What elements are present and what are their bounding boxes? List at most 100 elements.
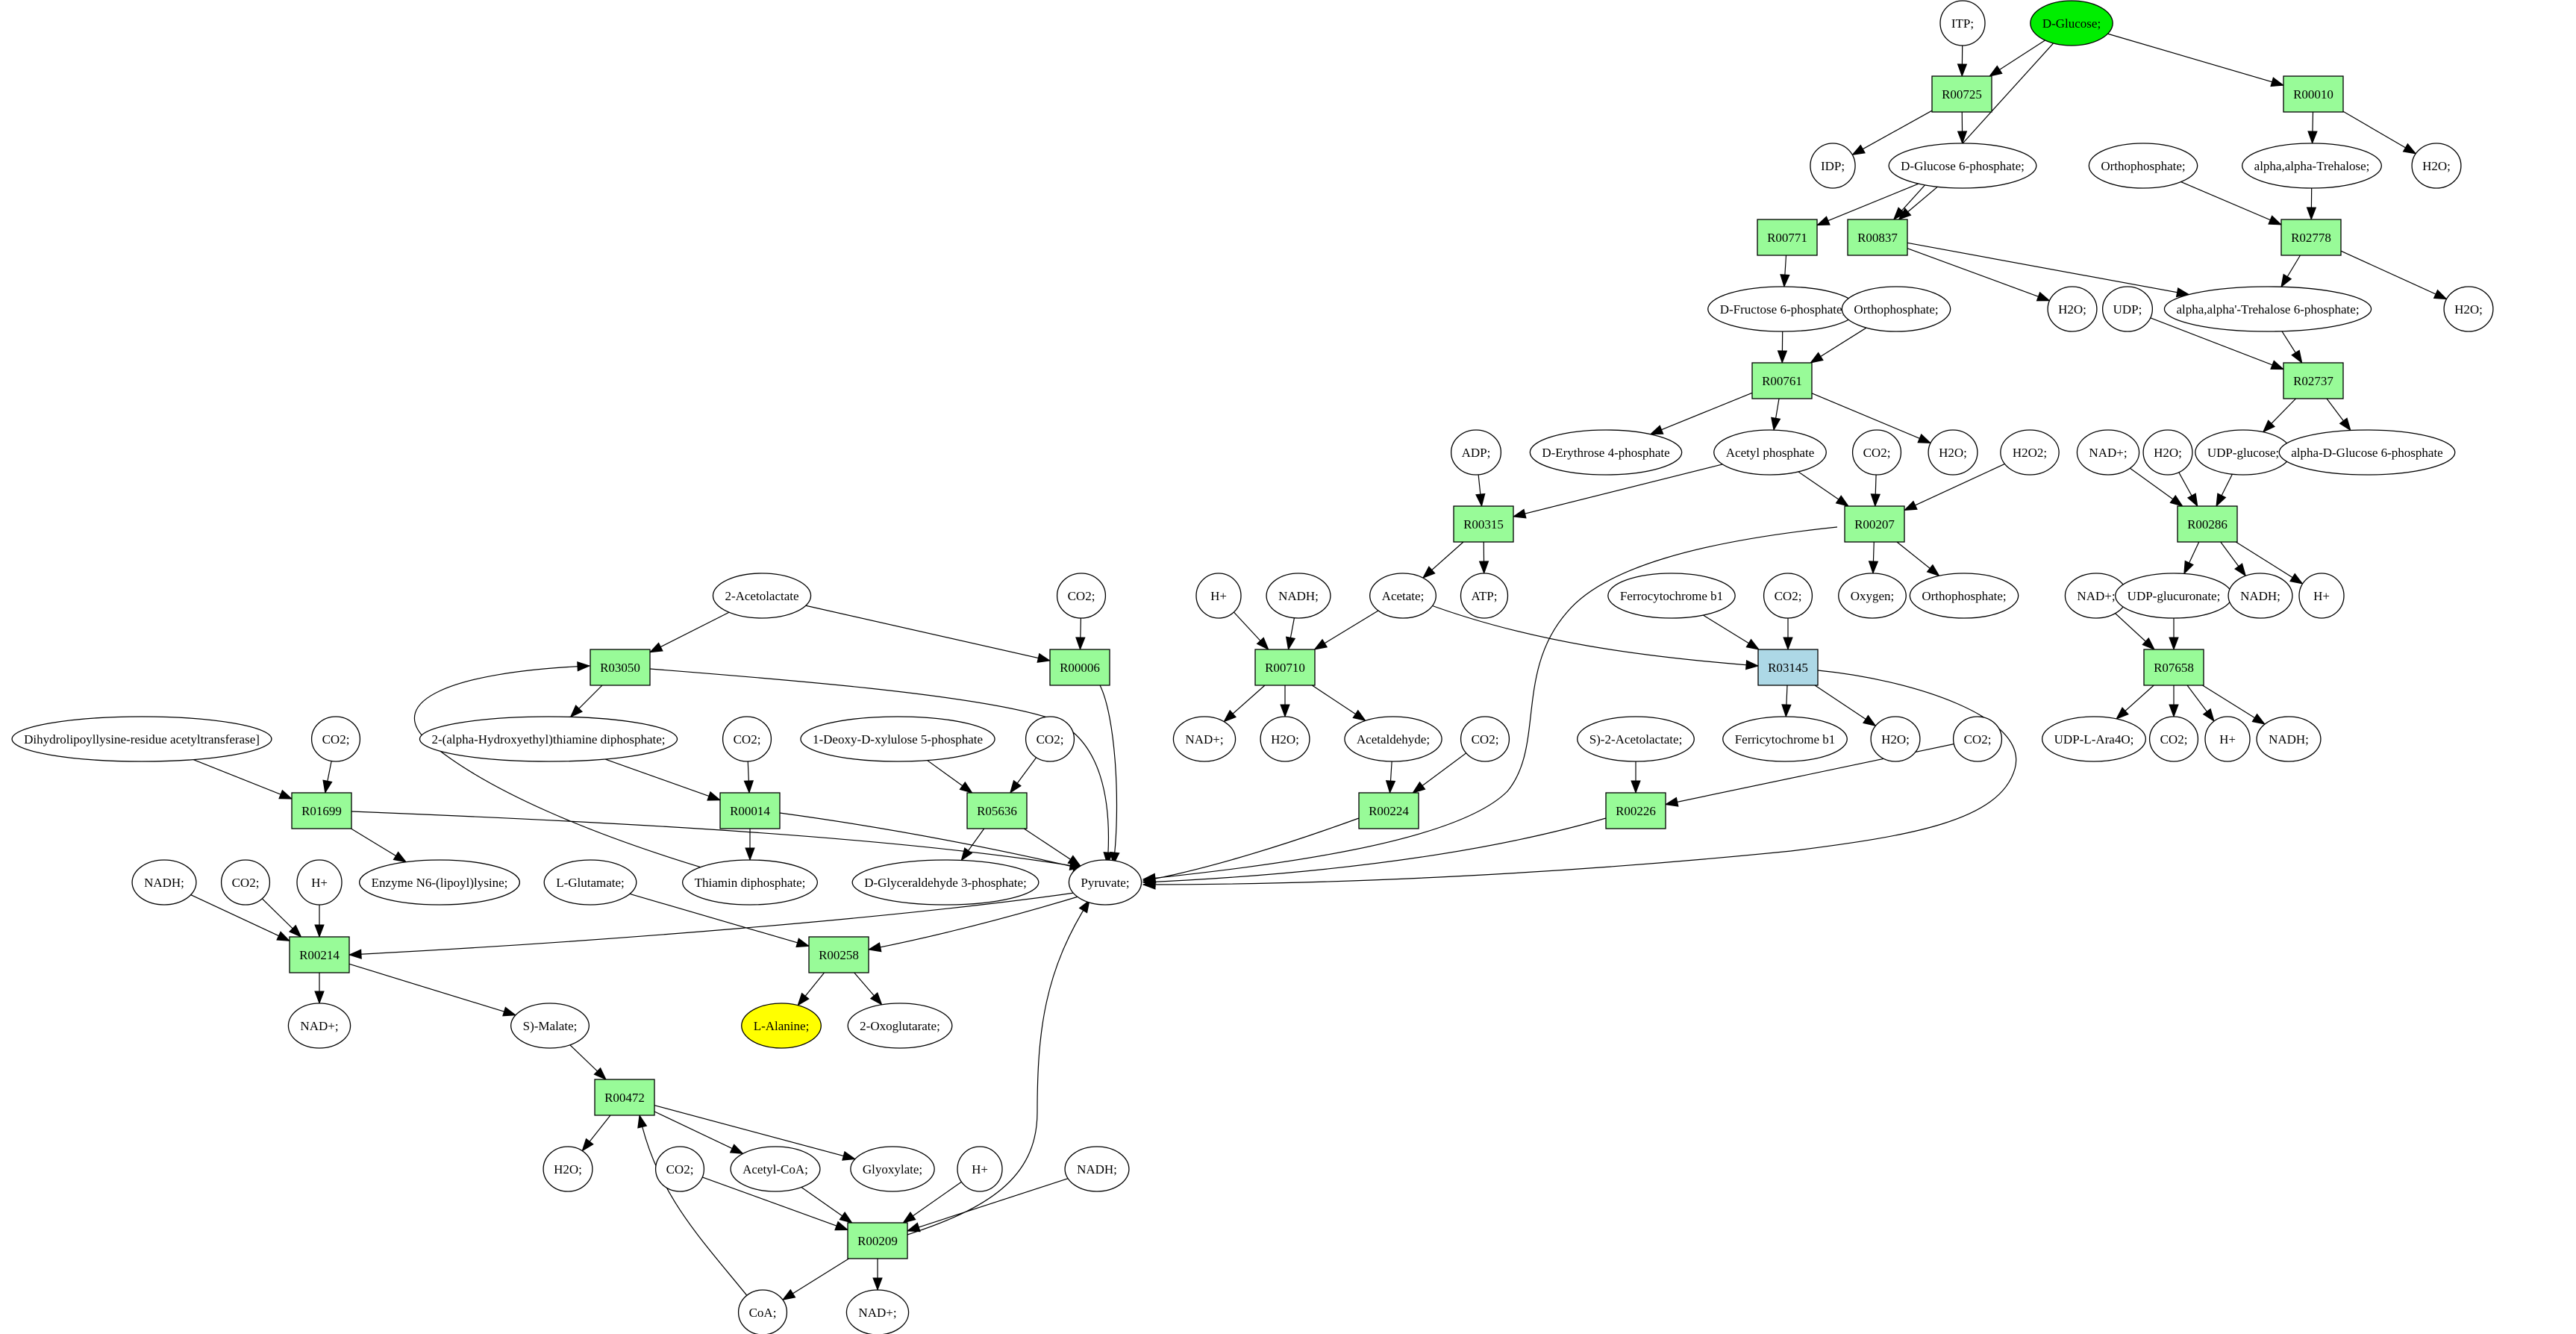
compound-ellipse[interactable] [11, 716, 272, 762]
compound-ellipse[interactable] [1851, 429, 1902, 476]
compound-node-d-glyceraldehyde-3-phosphate[interactable]: D-Glyceraldehyde 3-phosphate; [851, 859, 1040, 906]
compound-ellipse[interactable] [358, 859, 521, 906]
compound-node-acetaldehyde[interactable]: Acetaldehyde; [1344, 716, 1442, 762]
compound-ellipse[interactable] [2047, 286, 2098, 332]
compound-node-nadh[interactable]: NADH; [2256, 716, 2322, 762]
compound-ellipse[interactable] [1722, 716, 1848, 762]
compound-ellipse[interactable] [1369, 573, 1437, 619]
compound-node-h[interactable]: H+ [296, 859, 343, 906]
compound-ellipse[interactable] [1068, 859, 1142, 906]
compound-node-h2o[interactable]: H2O; [2142, 429, 2193, 476]
compound-node-thiamin-diphosphate[interactable]: Thiamin diphosphate; [681, 859, 819, 906]
reaction-box[interactable] [847, 1222, 908, 1259]
reaction-box[interactable] [594, 1079, 655, 1116]
compound-ellipse[interactable] [1841, 286, 1951, 332]
compound-node-alpha-alpha-trehalose[interactable]: alpha,alpha-Trehalose; [2242, 143, 2382, 189]
compound-node-orthophosphate[interactable]: Orthophosphate; [1909, 573, 2019, 619]
compound-node-h[interactable]: H+ [957, 1146, 1003, 1192]
reaction-box[interactable] [2283, 75, 2344, 113]
compound-ellipse[interactable] [1909, 573, 2019, 619]
compound-node-d-fructose-6-phosphate[interactable]: D-Fructose 6-phosphate; [1707, 286, 1858, 332]
compound-node-s-malate[interactable]: S)-Malate; [510, 1003, 590, 1049]
compound-node-d-erythrose-4-phosphate[interactable]: D-Erythrose 4-phosphate [1529, 429, 1683, 476]
compound-ellipse[interactable] [1713, 429, 1827, 476]
reaction-node-r00224[interactable]: R00224 [1358, 792, 1419, 829]
compound-ellipse[interactable] [131, 859, 197, 906]
compound-ellipse[interactable] [1260, 716, 1310, 762]
compound-node-co2[interactable]: CO2; [1763, 573, 1813, 619]
compound-ellipse[interactable] [1460, 573, 1509, 619]
reaction-box[interactable] [1757, 649, 1819, 686]
compound-node-co2[interactable]: CO2; [310, 716, 361, 762]
reaction-node-r00014[interactable]: R00014 [719, 792, 781, 829]
reaction-box[interactable] [289, 936, 350, 973]
reaction-node-r02737[interactable]: R02737 [2283, 362, 2344, 399]
compound-node-co2[interactable]: CO2; [1851, 429, 1902, 476]
compound-node-2-acetolactate[interactable]: 2-Acetolactate [712, 573, 812, 619]
compound-ellipse[interactable] [2204, 716, 2251, 762]
compound-node-nadh[interactable]: NADH; [131, 859, 197, 906]
compound-node-co2[interactable]: CO2; [722, 716, 772, 762]
reaction-node-r00472[interactable]: R00472 [594, 1079, 655, 1116]
compound-ellipse[interactable] [712, 573, 812, 619]
reaction-node-r00214[interactable]: R00214 [289, 936, 350, 973]
compound-node-ferricytochrome-b1[interactable]: Ferricytochrome b1 [1722, 716, 1848, 762]
compound-node-2-oxoglutarate[interactable]: 2-Oxoglutarate; [847, 1003, 953, 1049]
compound-ellipse[interactable] [1056, 573, 1107, 619]
reaction-box[interactable] [1049, 649, 1110, 686]
compound-node-coa[interactable]: CoA; [737, 1289, 788, 1334]
compound-node-h2o[interactable]: H2O; [1928, 429, 1978, 476]
reaction-box[interactable] [291, 792, 352, 829]
compound-node-pyruvate[interactable]: Pyruvate; [1068, 859, 1142, 906]
reaction-node-r00207[interactable]: R00207 [1844, 505, 1905, 543]
compound-node-co2[interactable]: CO2; [2148, 716, 2199, 762]
compound-node-co2[interactable]: CO2; [1460, 716, 1510, 762]
compound-ellipse[interactable] [654, 1146, 705, 1192]
compound-node-co2[interactable]: CO2; [220, 859, 271, 906]
compound-node-glyoxylate[interactable]: Glyoxylate; [850, 1146, 935, 1192]
compound-ellipse[interactable] [1344, 716, 1442, 762]
reaction-box[interactable] [808, 936, 869, 973]
compound-ellipse[interactable] [1460, 716, 1510, 762]
compound-ellipse[interactable] [847, 1003, 953, 1049]
reaction-box[interactable] [1847, 219, 1908, 256]
compound-ellipse[interactable] [722, 716, 772, 762]
reaction-node-r07658[interactable]: R07658 [2143, 649, 2204, 686]
compound-ellipse[interactable] [2088, 143, 2198, 189]
compound-node-h2o[interactable]: H2O; [1870, 716, 1921, 762]
compound-ellipse[interactable] [1763, 573, 1813, 619]
compound-node-h2o[interactable]: H2O; [2047, 286, 2098, 332]
compound-node-2-alpha-hydroxyethyl-thiamine-diphosphate[interactable]: 2-(alpha-Hydroxyethyl)thiamine diphospha… [419, 716, 678, 762]
reaction-node-r00761[interactable]: R00761 [1751, 362, 1813, 399]
compound-ellipse[interactable] [1838, 573, 1907, 619]
reaction-box[interactable] [1605, 792, 1666, 829]
compound-node-nadh[interactable]: NADH; [2228, 573, 2293, 619]
compound-node-h[interactable]: H+ [1195, 573, 1242, 619]
reaction-box[interactable] [1757, 219, 1818, 256]
compound-node-oxygen[interactable]: Oxygen; [1838, 573, 1907, 619]
compound-ellipse[interactable] [2278, 429, 2456, 476]
reaction-box[interactable] [590, 649, 651, 686]
compound-ellipse[interactable] [1025, 716, 1075, 762]
compound-ellipse[interactable] [957, 1146, 1003, 1192]
reaction-node-r00315[interactable]: R00315 [1453, 505, 1514, 543]
compound-ellipse[interactable] [2076, 429, 2140, 476]
compound-node-dihydrolipoyllysine-residue-acetyltransferase[interactable]: Dihydrolipoyllysine-residue acetyltransf… [11, 716, 272, 762]
reaction-box[interactable] [1751, 362, 1813, 399]
compound-ellipse[interactable] [845, 1289, 910, 1334]
compound-ellipse[interactable] [1195, 573, 1242, 619]
compound-ellipse[interactable] [296, 859, 343, 906]
reaction-node-r00006[interactable]: R00006 [1049, 649, 1110, 686]
compound-node-nad[interactable]: NAD+; [287, 1003, 351, 1049]
compound-node-nad[interactable]: NAD+; [2076, 429, 2140, 476]
reaction-node-r05636[interactable]: R05636 [966, 792, 1028, 829]
compound-ellipse[interactable] [419, 716, 678, 762]
compound-node-h2o[interactable]: H2O; [2411, 143, 2462, 189]
compound-node-d-glucose-6-phosphate[interactable]: D-Glucose 6-phosphate; [1888, 143, 2037, 189]
compound-node-h2o[interactable]: H2O; [1260, 716, 1310, 762]
compound-ellipse[interactable] [2142, 429, 2193, 476]
compound-ellipse[interactable] [2411, 143, 2462, 189]
reaction-box[interactable] [1453, 505, 1514, 543]
compound-node-s-2-acetolactate[interactable]: S)-2-Acetolactate; [1577, 716, 1695, 762]
compound-ellipse[interactable] [1577, 716, 1695, 762]
